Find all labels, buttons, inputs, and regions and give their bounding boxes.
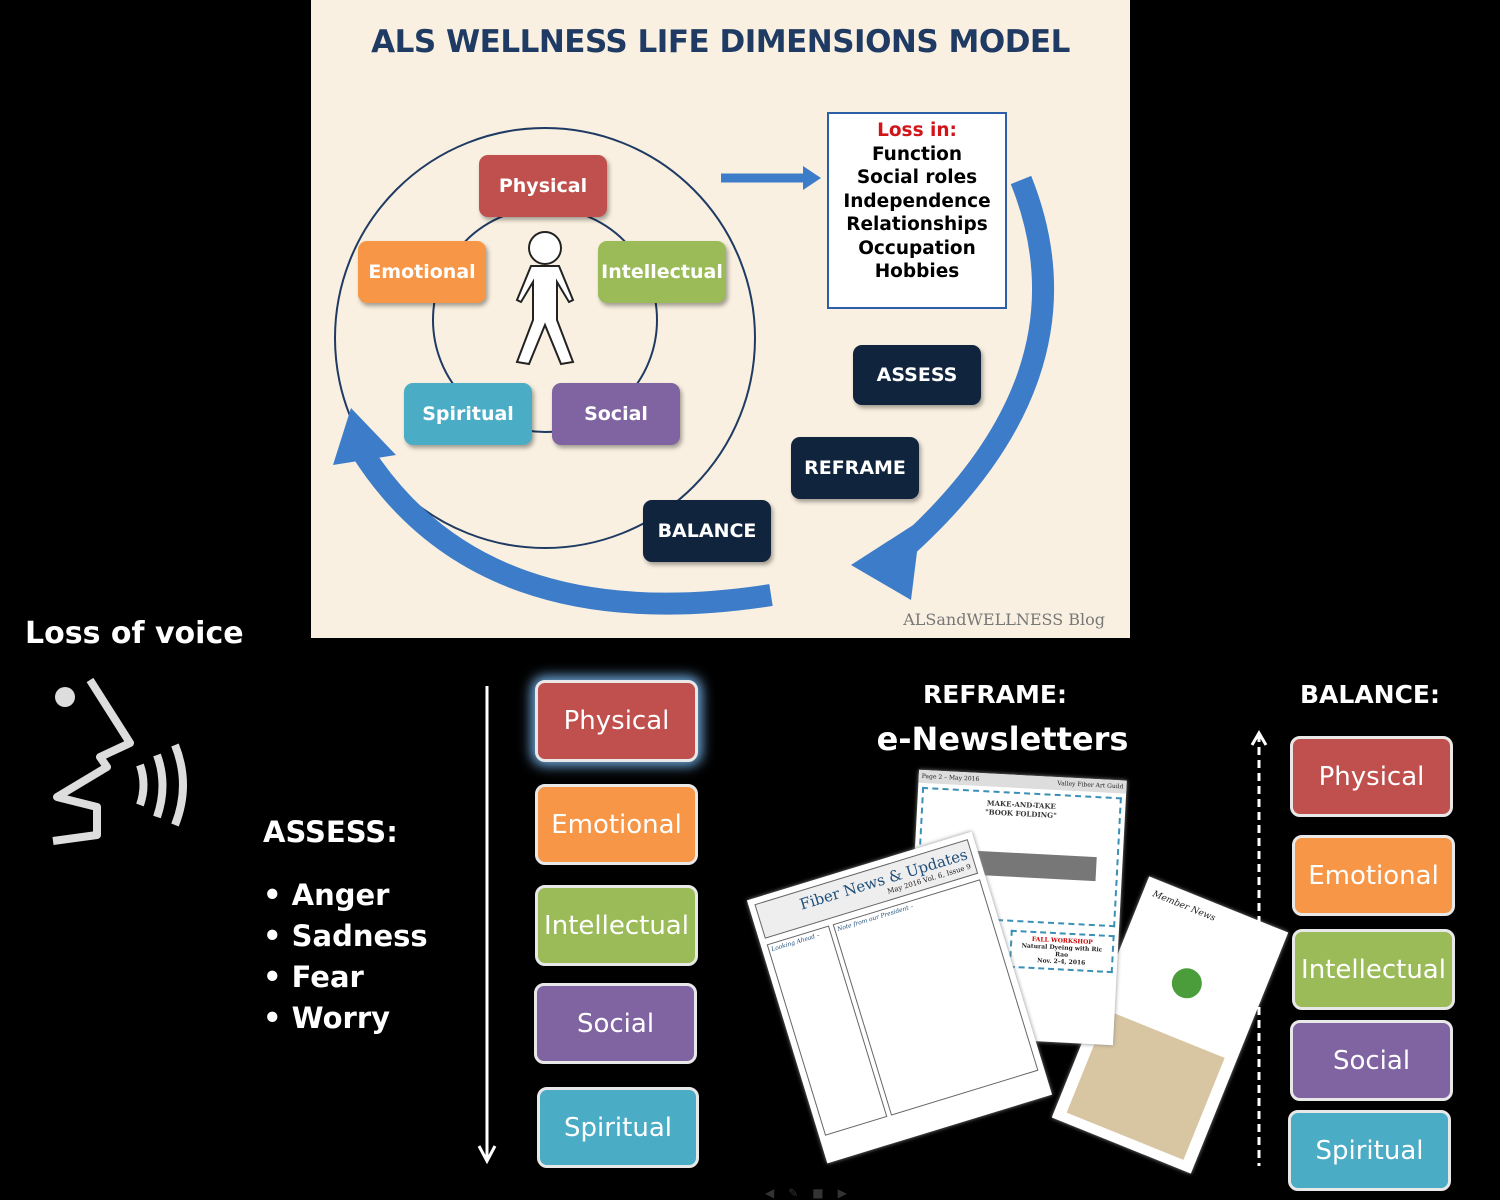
down-arrow [477,686,497,1165]
assess-item: • Fear [263,960,364,994]
balance-intellectual: Intellectual [1292,929,1455,1010]
right-arc-arrow [883,175,1055,569]
step-reframe: REFRAME [791,437,919,499]
balance-social: Social [1290,1020,1453,1101]
reframe-heading: REFRAME: [923,680,1067,709]
left-arc-arrowhead [333,408,396,465]
pen-icon[interactable]: ✎ [788,1186,799,1200]
assess-item: • Sadness [263,919,428,953]
loss-box: Loss in: Function Social roles Independe… [827,112,1007,309]
assess-physical: Physical [535,680,698,762]
credit: ALSandWELLNESS Blog [903,610,1105,629]
box-intellectual: Intellectual [598,241,726,303]
outer-circle [334,127,756,549]
next-icon[interactable]: ▶ [837,1186,847,1200]
loss-item: Hobbies [874,261,960,282]
right-arrow-head [803,166,821,190]
assess-item: • Anger [263,878,390,912]
loss-item: Social roles [856,167,978,188]
prev-icon[interactable]: ◀ [765,1186,775,1200]
loss-item: Function [871,143,963,165]
assess-spiritual: Spiritual [537,1087,699,1168]
loss-item: Independence [843,190,991,212]
diagram-title: ALS WELLNESS LIFE DIMENSIONS MODEL [371,24,1070,60]
box-emotional: Emotional [358,241,486,303]
person-icon [515,231,575,366]
step-balance: BALANCE [643,500,771,562]
balance-emotional: Emotional [1292,835,1455,916]
assess-social: Social [534,983,697,1064]
balance-physical: Physical [1290,736,1453,817]
box-physical: Physical [479,155,607,217]
speaking-head-icon [52,677,187,845]
assess-intellectual: Intellectual [535,885,698,966]
right-arc-arrowhead [851,520,921,600]
loss-item: Occupation [858,237,976,259]
box-social: Social [552,383,680,445]
reframe-subheading: e-Newsletters [876,720,1129,758]
assess-list: • Anger • Sadness • Fear • Worry [263,875,428,1039]
left-arc-arrow [351,444,773,615]
loss-heading: Loss in: [877,120,957,141]
box-spiritual: Spiritual [404,383,532,445]
loss-item: Relationships [846,214,988,235]
assess-emotional: Emotional [535,784,698,865]
wellness-model-image: ALS WELLNESS LIFE DIMENSIONS MODEL Physi… [311,0,1130,638]
step-assess: ASSESS [853,345,981,405]
balance-heading: BALANCE: [1299,680,1441,709]
menu-icon[interactable]: ■ [812,1186,824,1200]
loss-of-voice-label: Loss of voice [25,616,244,651]
slide-nav: ◀ ✎ ■ ▶ [765,1186,847,1200]
assess-heading: ASSESS: [263,815,398,849]
assess-item: • Worry [263,1001,391,1035]
up-dashed-arrow [1250,730,1268,1166]
balance-spiritual: Spiritual [1288,1110,1451,1191]
